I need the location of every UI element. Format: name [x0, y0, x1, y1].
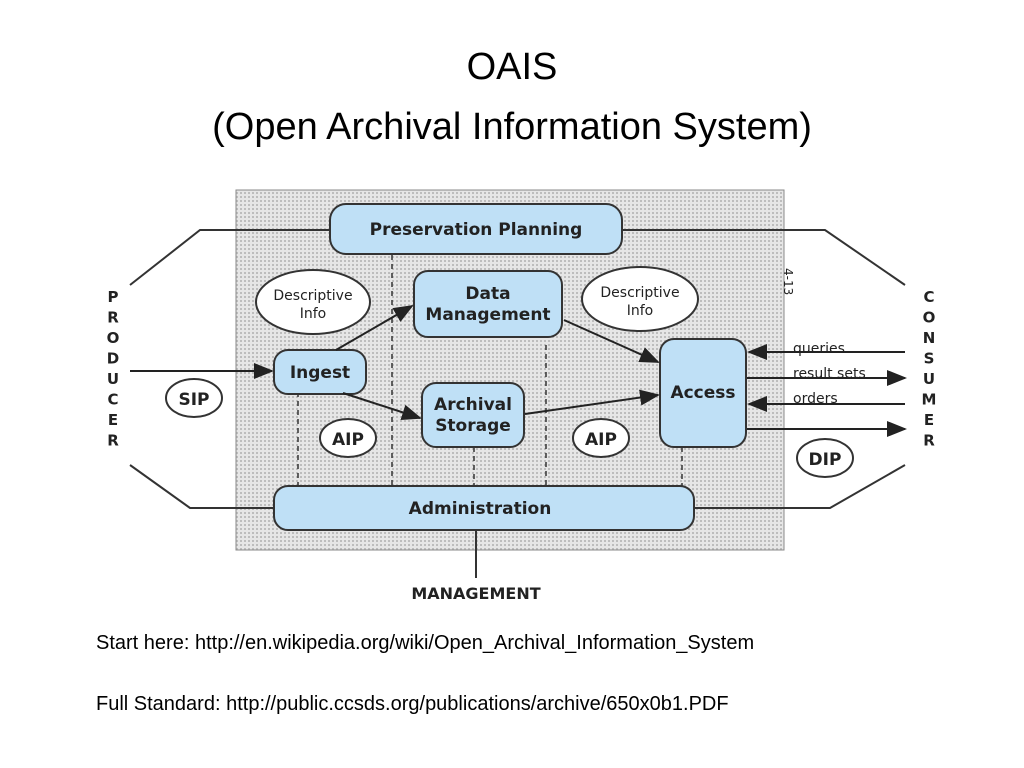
- page-title: OAIS: [466, 46, 558, 88]
- start-here-line: Start here: http://en.wikipedia.org/wiki…: [96, 632, 754, 655]
- producer-letter: E: [108, 411, 118, 429]
- consumer-letter: U: [923, 370, 935, 388]
- start-here-link[interactable]: http://en.wikipedia.org/wiki/Open_Archiv…: [194, 632, 755, 654]
- preservation-planning-label: Preservation Planning: [370, 220, 583, 240]
- aip-oval-right: [572, 418, 630, 458]
- consumer-letter: N: [923, 329, 936, 347]
- producer-letter: R: [107, 309, 119, 327]
- descriptive-info-left-label: Descriptive: [273, 288, 352, 304]
- ingest-box: [273, 349, 367, 395]
- producer-letter: U: [107, 370, 119, 388]
- producer-letter: C: [107, 391, 118, 409]
- aip-right-label: AIP: [585, 430, 617, 450]
- producer-letter: O: [107, 329, 120, 347]
- producer-letter: D: [107, 350, 119, 368]
- descriptive-info-oval-left: [255, 269, 371, 335]
- descriptive-info-left-label-2: Info: [300, 306, 327, 322]
- dashed-links: [297, 255, 683, 487]
- producer-letter: P: [108, 288, 119, 306]
- consumer-letter: C: [923, 288, 934, 306]
- consumer-letter: O: [923, 309, 936, 327]
- queries-label: queries: [793, 341, 845, 357]
- result-sets-label: result sets: [793, 366, 866, 382]
- administration-label: Administration: [409, 499, 552, 519]
- dip-oval: [796, 438, 854, 478]
- data-management-box: [413, 270, 563, 338]
- consumer-letter: S: [924, 350, 935, 368]
- page-subtitle: (Open Archival Information System): [212, 106, 812, 148]
- data-management-label-2: Management: [425, 305, 550, 325]
- data-management-label: Data: [465, 284, 510, 304]
- access-box: [659, 338, 747, 448]
- consumer-letter: R: [923, 432, 935, 450]
- descriptive-info-right-label-2: Info: [627, 303, 654, 319]
- access-label: Access: [670, 383, 735, 403]
- producer-boundary-line: [129, 229, 330, 286]
- aip-oval-left: [319, 418, 377, 458]
- archival-storage-box: [421, 382, 525, 448]
- figure-number: 4-13: [781, 268, 795, 295]
- archival-storage-label-2: Storage: [435, 416, 511, 436]
- sip-oval: [165, 378, 223, 418]
- producer-letter: R: [107, 432, 119, 450]
- preservation-planning-box: [329, 203, 623, 255]
- consumer-letter: E: [924, 411, 934, 429]
- consumer-boundary-line-lower: [694, 464, 906, 509]
- full-standard-line: Full Standard: http://public.ccsds.org/p…: [96, 693, 729, 716]
- ingest-label: Ingest: [290, 363, 350, 383]
- start-here-label: Start here:: [96, 632, 190, 654]
- aip-left-label: AIP: [332, 430, 364, 450]
- descriptive-info-right-label: Descriptive: [600, 285, 679, 301]
- dip-label: DIP: [809, 450, 842, 470]
- consumer-boundary-line: [622, 229, 906, 286]
- descriptive-info-oval-right: [581, 266, 699, 332]
- producer-boundary-line-lower: [129, 464, 274, 509]
- full-standard-link[interactable]: http://public.ccsds.org/publications/arc…: [226, 693, 729, 715]
- management-label: MANAGEMENT: [411, 584, 540, 603]
- orders-label: orders: [793, 391, 838, 407]
- consumer-letter: M: [922, 391, 937, 409]
- administration-box: [273, 485, 695, 531]
- archival-storage-label: Archival: [434, 395, 512, 415]
- sip-label: SIP: [178, 390, 209, 410]
- full-standard-label: Full Standard:: [96, 693, 221, 715]
- flow-arrows: [130, 304, 907, 437]
